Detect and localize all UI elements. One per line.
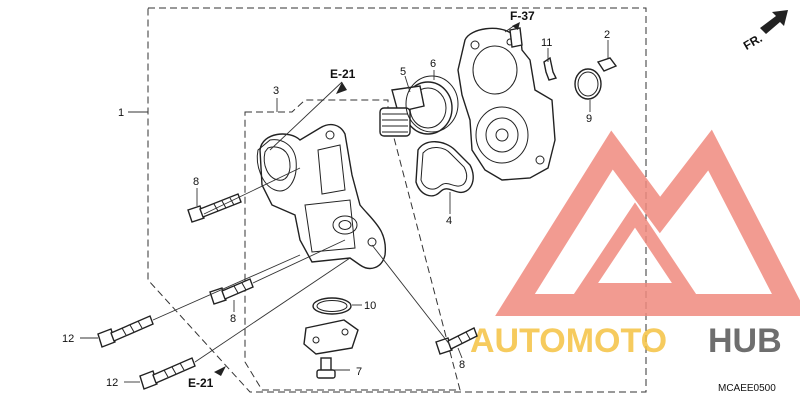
callout-11: 11: [541, 37, 552, 49]
part-bolt-8-upper: [187, 193, 242, 223]
watermark-text-automoto: AUTOMOTO: [470, 322, 667, 360]
assembly-boundary-inner: [244, 99, 461, 391]
callout-5: 5: [400, 66, 406, 78]
ref-f37: F-37: [510, 9, 535, 23]
callout-12-upper: 12: [62, 333, 74, 345]
callout-8-upper: 8: [193, 176, 199, 188]
assembly-boundary-outer: [147, 7, 647, 393]
part-dowel-pin: [596, 57, 618, 72]
callout-1: 1: [118, 107, 124, 119]
arrow-f37: [512, 22, 520, 30]
part-cover-housing: [256, 123, 386, 270]
part-o-ring-9: [574, 68, 602, 100]
part-bolt-8-middle: [209, 278, 254, 305]
callout-8-lower: 8: [459, 359, 465, 371]
arrow-e21-bottom: [214, 366, 226, 376]
leader-lines: [80, 24, 609, 383]
callout-9: 9: [586, 113, 592, 125]
callout-8-middle: 8: [230, 313, 236, 325]
watermark-triangle-outer: [495, 129, 800, 316]
diagram-code: MCAEE0500: [718, 383, 776, 394]
part-bolt-7: [316, 357, 336, 379]
part-bolt-12-lower: [139, 357, 196, 390]
watermark-triangle-inner: [571, 202, 699, 297]
ref-e21-top: E-21: [330, 67, 356, 81]
callout-7: 7: [356, 366, 362, 378]
ref-e21-bottom: E-21: [188, 376, 214, 390]
part-water-pump-body: [457, 27, 556, 181]
front-direction-arrow: FR.: [741, 10, 788, 53]
watermark-text-hub: HUB: [708, 322, 782, 360]
callout-12-lower: 12: [106, 377, 118, 389]
arrow-e21-top: [336, 82, 347, 94]
callout-3: 3: [273, 85, 279, 97]
part-plate: [303, 319, 359, 355]
part-gasket: [415, 141, 474, 197]
part-seal-ring-6: [405, 75, 459, 133]
part-clip: [543, 56, 558, 81]
watermark-logo: AUTOMOTO HUB: [470, 129, 800, 360]
callout-10: 10: [364, 300, 376, 312]
callout-6: 6: [430, 58, 436, 70]
callout-2: 2: [604, 29, 610, 41]
part-bolt-12-upper: [97, 315, 154, 348]
callout-4: 4: [446, 215, 452, 227]
front-direction-label: FR.: [741, 31, 765, 53]
part-thermostat: [379, 81, 453, 137]
